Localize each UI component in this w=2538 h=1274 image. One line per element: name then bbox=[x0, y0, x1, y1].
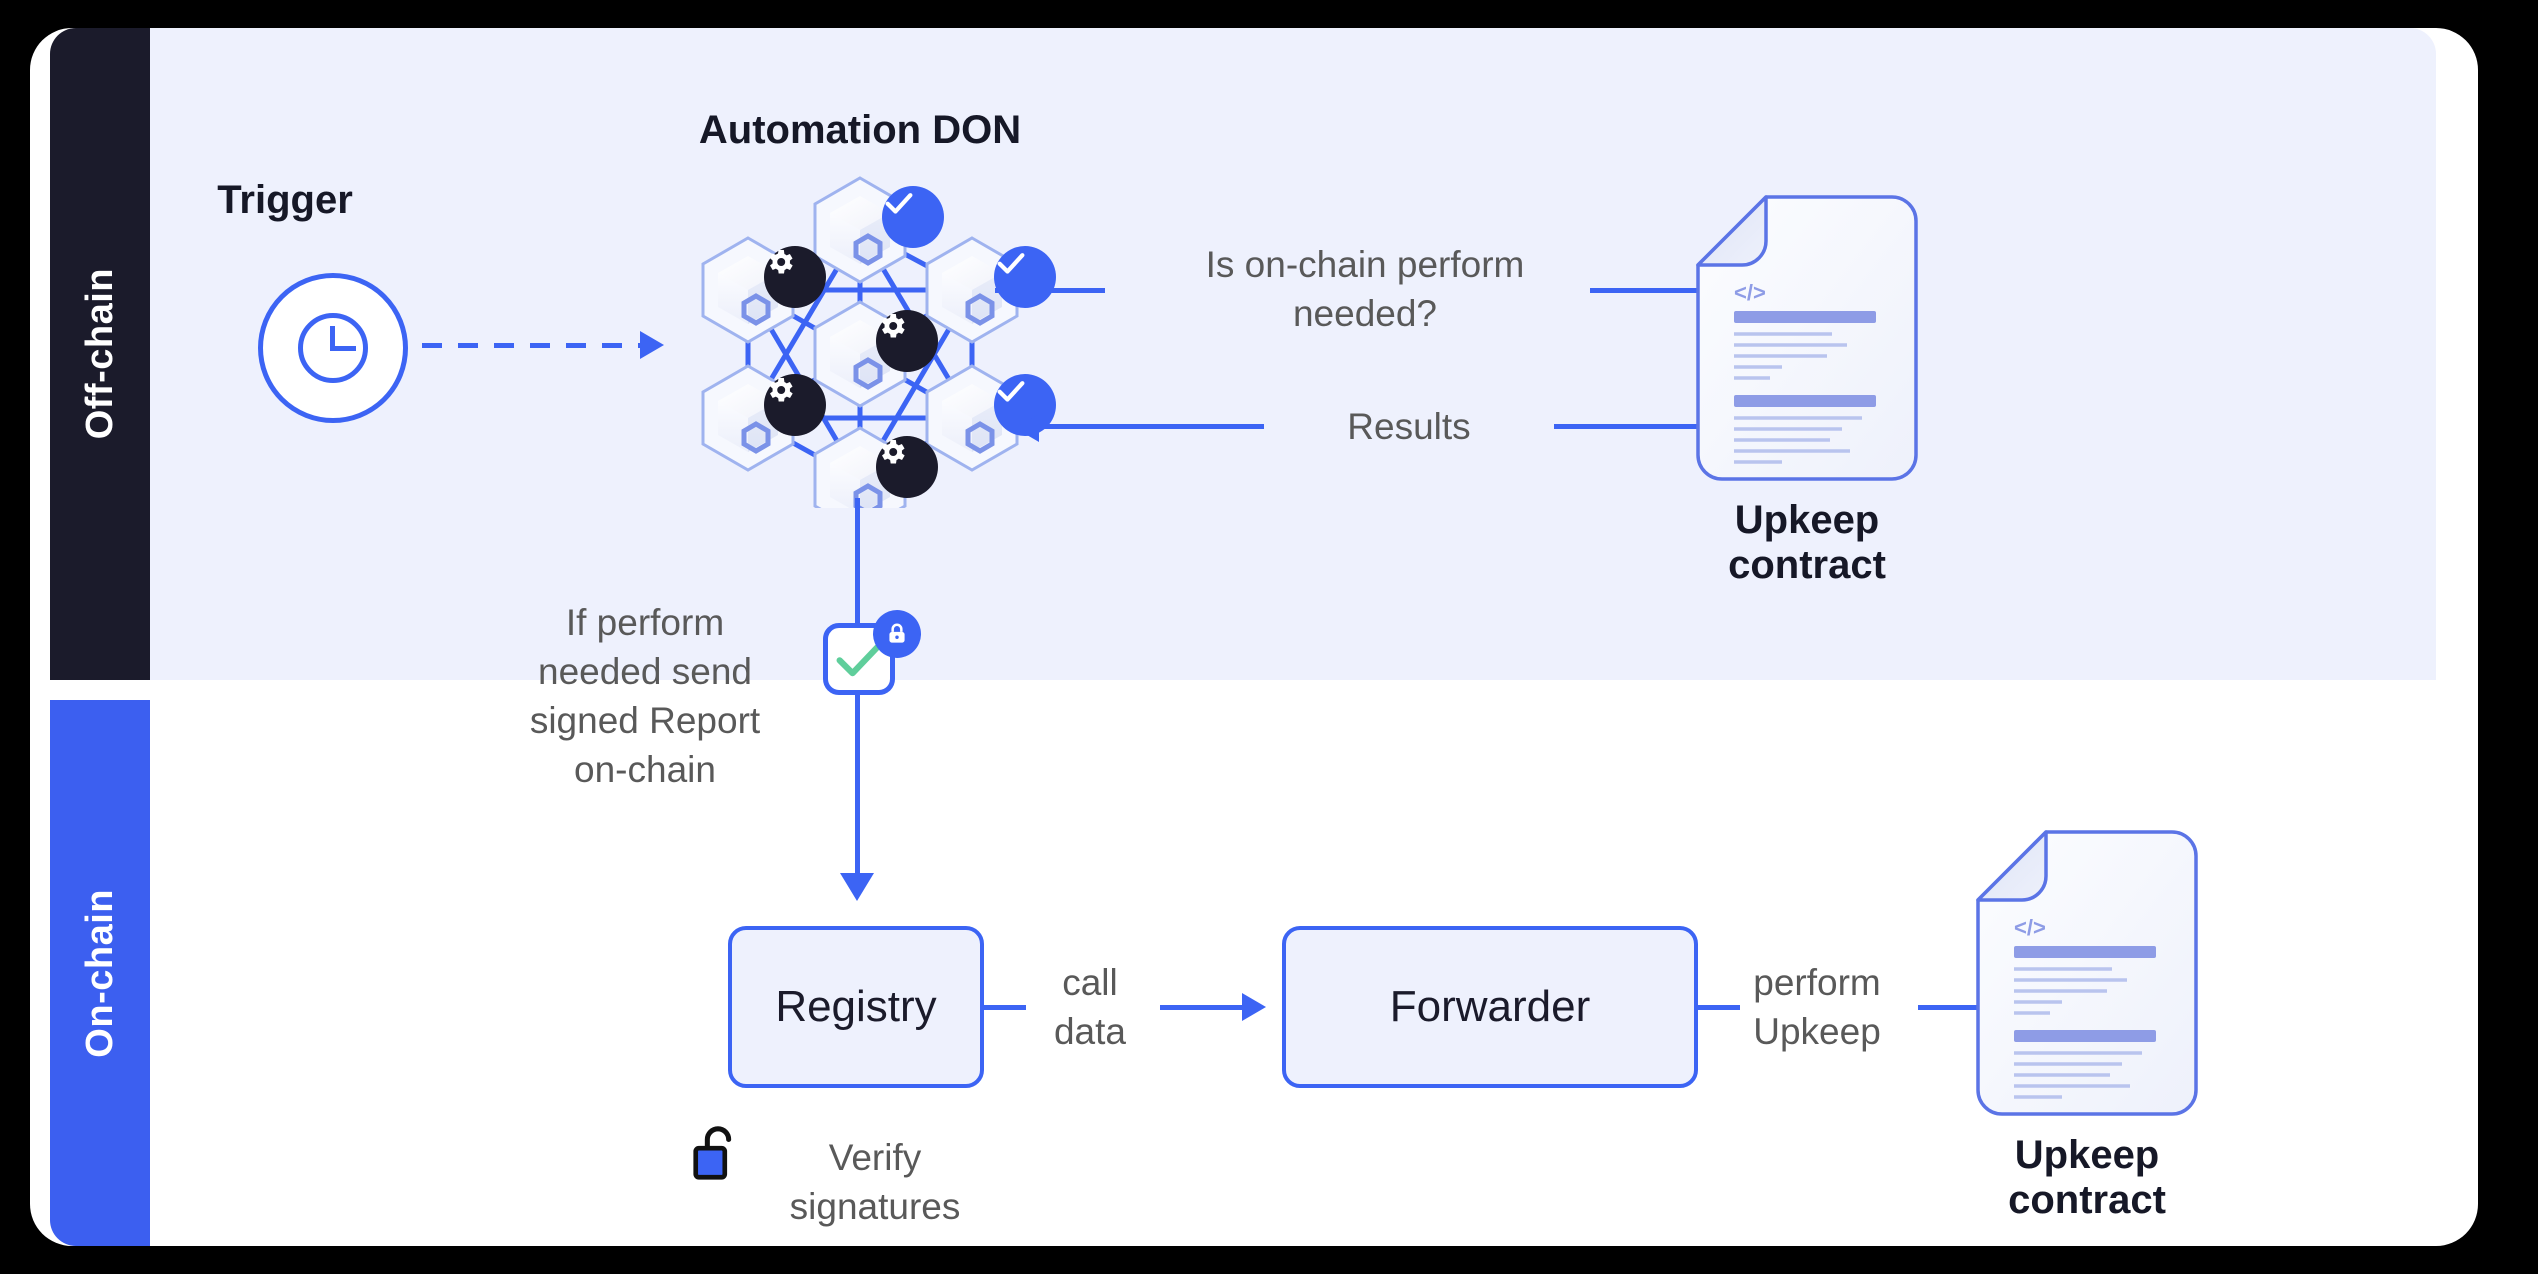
trigger-to-don-line bbox=[422, 343, 640, 348]
upkeep-contract-onchain-label: Upkeep contract bbox=[2008, 1133, 2166, 1222]
verify-signatures-label: Verify signatures bbox=[789, 1137, 961, 1227]
results-arrow bbox=[1015, 414, 1039, 442]
question-line-left bbox=[995, 288, 1105, 293]
upkeep-contract-onchain: </> bbox=[1972, 828, 2202, 1222]
code-document-icon: </> bbox=[1976, 830, 2198, 1116]
onchain-rail-label: On-chain bbox=[78, 888, 121, 1058]
offchain-rail-label: Off-chain bbox=[78, 268, 121, 440]
results-label: Results bbox=[1347, 406, 1471, 447]
onchain-rail: On-chain bbox=[50, 700, 150, 1246]
perform-upkeep-label: perform Upkeep bbox=[1753, 962, 1881, 1052]
node-gear-badge-bottom bbox=[876, 436, 938, 498]
call-data-label: call data bbox=[1053, 962, 1126, 1052]
trigger-to-don-arrow bbox=[640, 331, 664, 359]
don-graph bbox=[701, 176, 1019, 508]
offchain-rail: Off-chain bbox=[50, 28, 150, 680]
registry-to-forwarder-line-left bbox=[984, 1005, 1026, 1010]
don-title: Automation DON bbox=[698, 108, 1022, 152]
offchain-background bbox=[110, 28, 2436, 680]
upkeep-contract-offchain: </> bbox=[1692, 193, 1922, 587]
node-check-badge-top bbox=[882, 186, 944, 248]
clock-icon bbox=[298, 313, 368, 383]
clock-hand-hour bbox=[330, 326, 335, 350]
upkeep-contract-offchain-label: Upkeep contract bbox=[1728, 498, 1886, 587]
don-to-registry-arrow bbox=[840, 873, 874, 901]
lock-closed-icon bbox=[873, 610, 921, 658]
results-line-left bbox=[1039, 424, 1264, 429]
doc-code-glyph: </> bbox=[1734, 280, 1766, 305]
code-document-icon: </> bbox=[1696, 195, 1918, 481]
node-gear-badge-center bbox=[876, 310, 938, 372]
forwarder-to-upkeep-line-left bbox=[1698, 1005, 1740, 1010]
registry-to-forwarder-line-right bbox=[1160, 1005, 1248, 1010]
trigger-label: Trigger bbox=[217, 178, 353, 222]
lock-open-icon bbox=[690, 1123, 746, 1190]
question-line-right bbox=[1590, 288, 1700, 293]
clock-hand-minute bbox=[330, 346, 356, 351]
registry-to-forwarder-arrow bbox=[1242, 993, 1266, 1021]
registry-label: Registry bbox=[775, 982, 937, 1031]
registry-box[interactable]: Registry bbox=[728, 926, 984, 1088]
forwarder-box[interactable]: Forwarder bbox=[1282, 926, 1698, 1088]
diagram-card: Off-chain On-chain Trigger Automation DO… bbox=[30, 28, 2478, 1246]
question-label: Is on-chain perform needed? bbox=[1205, 244, 1525, 334]
doc-code-glyph: </> bbox=[2014, 915, 2046, 940]
node-gear-badge-lower-left bbox=[764, 374, 826, 436]
forwarder-to-upkeep-line-right bbox=[1918, 1005, 1990, 1010]
forwarder-label: Forwarder bbox=[1389, 982, 1591, 1031]
signed-report-note: If perform needed send signed Report on-… bbox=[529, 602, 761, 790]
automation-don-cluster bbox=[690, 168, 1056, 508]
node-check-badge-upper-right bbox=[994, 246, 1056, 308]
node-gear-badge-upper-left bbox=[764, 246, 826, 308]
